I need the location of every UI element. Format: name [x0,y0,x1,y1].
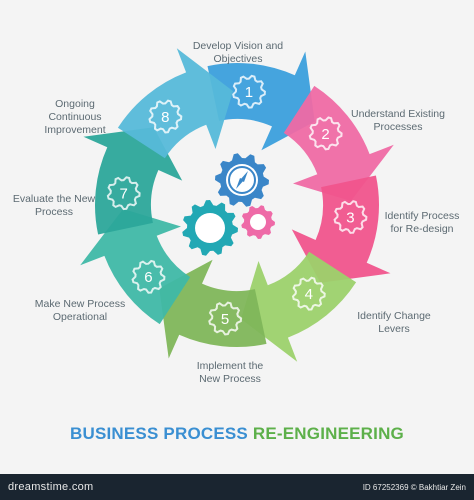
step-1-number: 1 [245,84,253,101]
footer-brand: dreamstime.com [8,481,94,493]
step-8-number: 8 [161,109,169,126]
pink-gear-icon [241,205,275,239]
step-4-number: 4 [305,286,313,303]
step-8-badge: 8 [148,99,183,134]
step-3-badge: 3 [333,200,368,234]
step-4-label: Identify Change Levers [357,310,431,335]
gear-icon [208,301,243,336]
cycle-arrows [80,48,394,362]
diagram-title: BUSINESS PROCESS RE-ENGINEERING [0,424,474,444]
step-2-number: 2 [321,126,329,143]
step-3-label: Identify Process for Re-design [384,210,460,235]
compass-gear-icon [215,153,269,207]
step-5-badge: 5 [208,301,243,336]
gear-icon [308,116,343,151]
arrow-step-6 [80,209,191,325]
step-7-label: Evaluate the New Process [12,193,96,218]
step-8-label: Ongoing Continuous Improvement [44,98,106,136]
footer-credit: ID 67252369 © Bakhtiar Zein [362,483,466,492]
step-6-badge: 6 [131,259,166,294]
teal-gear-icon [182,200,238,256]
gear-icon [232,74,266,109]
arrow-step-5 [159,259,267,359]
title-part-1: BUSINESS PROCESS [70,424,253,443]
step-1-label: Develop Vision and Objectives [192,40,284,65]
step-7-number: 7 [119,186,127,203]
arrow-step-7 [83,127,183,235]
step-2-label: Understand Existing Processes [351,108,445,133]
step-5-label: Implement the New Process [196,360,264,385]
step-6-number: 6 [144,269,152,286]
step-5-number: 5 [221,311,229,328]
step-7-badge: 7 [106,176,141,211]
gear-icon [148,99,183,134]
title-part-2: RE-ENGINEERING [252,424,404,443]
step-1-badge: 1 [232,74,266,109]
step-4-badge: 4 [291,276,326,311]
step-3-number: 3 [346,209,354,226]
footer-bar: dreamstime.com ID 67252369 © Bakhtiar Ze… [0,474,474,500]
step-6-label: Make New Process Operational [34,298,126,323]
step-badges: 1 2 3 4 5 6 7 8 [106,74,368,336]
center-gears [182,153,275,256]
gear-icon [106,176,141,211]
gear-icon [131,259,166,294]
gear-icon [333,200,368,234]
arrow-step-8 [117,48,233,159]
step-2-badge: 2 [308,116,343,151]
gear-icon [291,276,326,311]
